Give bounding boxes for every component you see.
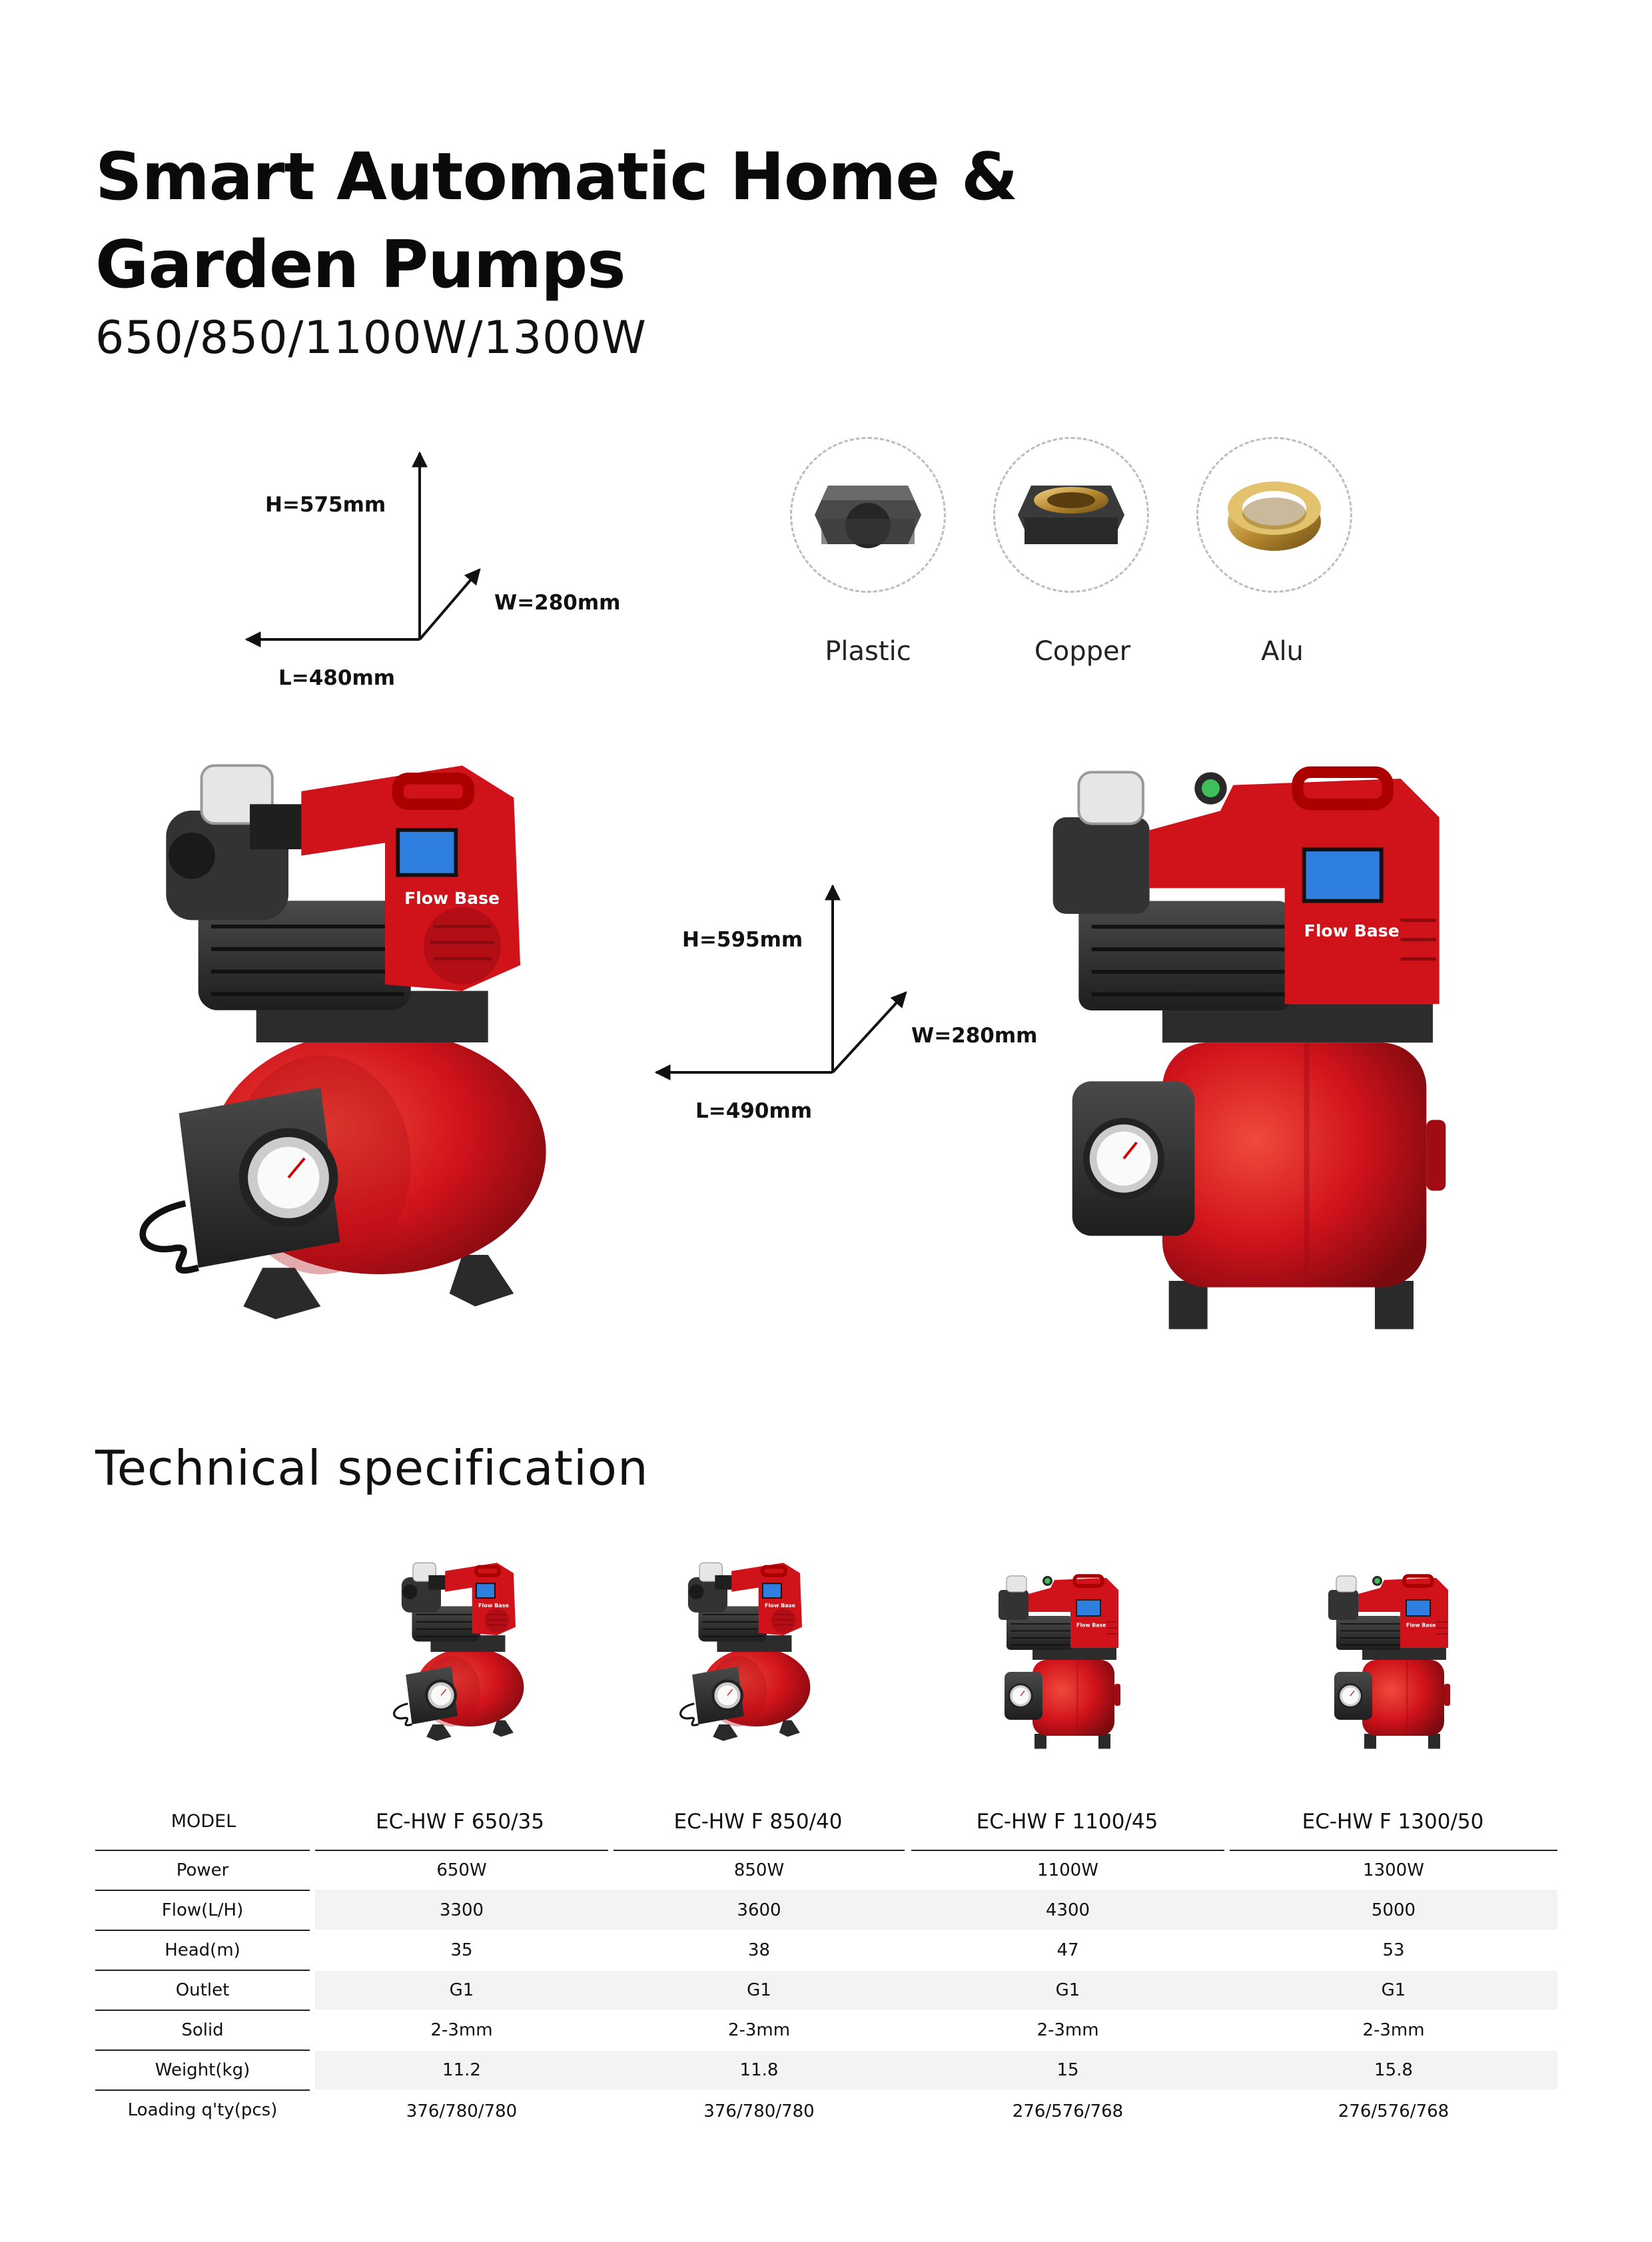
table-cell: G1 xyxy=(747,1980,771,2000)
row-bg-weight xyxy=(315,2051,1557,2089)
table-cell: 1300W xyxy=(1363,1860,1424,1880)
table-cell: 15.8 xyxy=(1374,2060,1413,2080)
label-divider-4 xyxy=(95,1970,310,1971)
model-thumbnail-1100 xyxy=(986,1572,1139,1752)
header-underline-3 xyxy=(911,1850,1224,1851)
length-label-small: L=480mm xyxy=(278,666,396,690)
table-cell: 4300 xyxy=(1045,1900,1090,1920)
page-subtitle: 650/850/1100W/1300W xyxy=(95,312,647,364)
spec-section-title: Technical specification xyxy=(95,1440,649,1496)
spec-table: MODEL EC-HW F 650/35 EC-HW F 850/40 EC-H… xyxy=(95,1802,1557,2121)
material-label-alu: Alu xyxy=(1261,636,1304,667)
width-arrow xyxy=(831,991,907,1074)
alu-ring-circle xyxy=(1196,437,1352,593)
row-bg-outlet xyxy=(315,1971,1557,2010)
table-cell: 53 xyxy=(1382,1940,1405,1960)
table-cell: 35 xyxy=(450,1940,473,1960)
label-divider-2 xyxy=(95,1890,310,1891)
row-label: Head(m) xyxy=(165,1940,240,1960)
header-underline-4 xyxy=(1230,1850,1557,1851)
table-cell: 15 xyxy=(1056,2060,1079,2080)
height-label-large: H=595mm xyxy=(682,928,803,952)
table-cell: 276/576/768 xyxy=(1012,2101,1124,2121)
row-label: Solid xyxy=(181,2020,224,2040)
table-cell: G1 xyxy=(449,1980,474,2000)
table-cell: 38 xyxy=(747,1940,771,1960)
model-name-1: EC-HW F 650/35 xyxy=(376,1810,544,1834)
table-cell: 276/576/768 xyxy=(1338,2101,1449,2121)
table-cell: 11.2 xyxy=(442,2060,481,2080)
table-cell: 850W xyxy=(733,1860,785,1880)
copper-fitting-circle xyxy=(993,437,1149,593)
model-name-2: EC-HW F 850/40 xyxy=(673,1810,843,1834)
table-cell: 650W xyxy=(436,1860,487,1880)
table-cell: 2-3mm xyxy=(727,2020,791,2040)
label-divider-1 xyxy=(95,1850,310,1851)
plastic-fitting-icon xyxy=(815,486,921,548)
model-name-4: EC-HW F 1300/50 xyxy=(1302,1810,1484,1834)
table-cell: 3600 xyxy=(737,1900,781,1920)
label-divider-7 xyxy=(95,2089,310,2091)
table-cell: 1100W xyxy=(1037,1860,1098,1880)
height-label-small: H=575mm xyxy=(265,493,386,517)
model-name-3: EC-HW F 1100/45 xyxy=(976,1810,1158,1834)
row-label: Power xyxy=(176,1860,229,1880)
table-cell: 2-3mm xyxy=(1362,2020,1425,2040)
table-cell: 47 xyxy=(1056,1940,1079,1960)
dimension-axes-small xyxy=(244,451,481,647)
material-label-plastic: Plastic xyxy=(825,636,911,667)
dimension-axes-large xyxy=(654,884,907,1080)
header-underline-1 xyxy=(315,1850,608,1851)
table-cell: 5000 xyxy=(1371,1900,1416,1920)
table-cell: G1 xyxy=(1381,1980,1406,2000)
table-cell: 376/780/780 xyxy=(406,2101,518,2121)
row-bg-flow xyxy=(315,1890,1557,1930)
model-thumbnail-1300 xyxy=(1316,1572,1469,1752)
table-cell: 11.8 xyxy=(739,2060,779,2080)
table-cell: 2-3mm xyxy=(1036,2020,1099,2040)
table-cell: 376/780/780 xyxy=(703,2101,815,2121)
table-cell: G1 xyxy=(1055,1980,1080,2000)
model-thumbnail-650 xyxy=(383,1559,536,1745)
label-divider-5 xyxy=(95,2010,310,2011)
width-label-large: W=280mm xyxy=(911,1024,1038,1048)
label-divider-3 xyxy=(95,1930,310,1931)
width-label-small: W=280mm xyxy=(494,591,621,615)
pump-image-right xyxy=(1019,759,1499,1339)
row-label: Loading q'ty(pcs) xyxy=(127,2100,278,2120)
model-header: MODEL xyxy=(171,1811,236,1832)
pump-image-left xyxy=(113,753,580,1332)
title-line-2: Garden Pumps xyxy=(95,227,626,303)
header-underline-2 xyxy=(614,1850,905,1851)
length-label-large: L=490mm xyxy=(695,1099,813,1123)
plastic-fitting-circle xyxy=(790,437,946,593)
width-arrow xyxy=(418,568,481,641)
row-label: Flow(L/H) xyxy=(161,1900,244,1920)
table-cell: 3300 xyxy=(439,1900,484,1920)
material-label-copper: Copper xyxy=(1034,636,1131,667)
row-label: Weight(kg) xyxy=(155,2060,250,2080)
model-thumbnail-850 xyxy=(669,1559,823,1745)
row-label: Outlet xyxy=(175,1980,230,2000)
title-line-1: Smart Automatic Home & xyxy=(95,139,1018,215)
table-cell: 2-3mm xyxy=(430,2020,493,2040)
alu-ring-icon xyxy=(1228,482,1321,551)
label-divider-6 xyxy=(95,2050,310,2051)
page-title: Smart Automatic Home & Garden Pumps xyxy=(95,133,1018,309)
copper-fitting-icon xyxy=(1018,486,1124,544)
